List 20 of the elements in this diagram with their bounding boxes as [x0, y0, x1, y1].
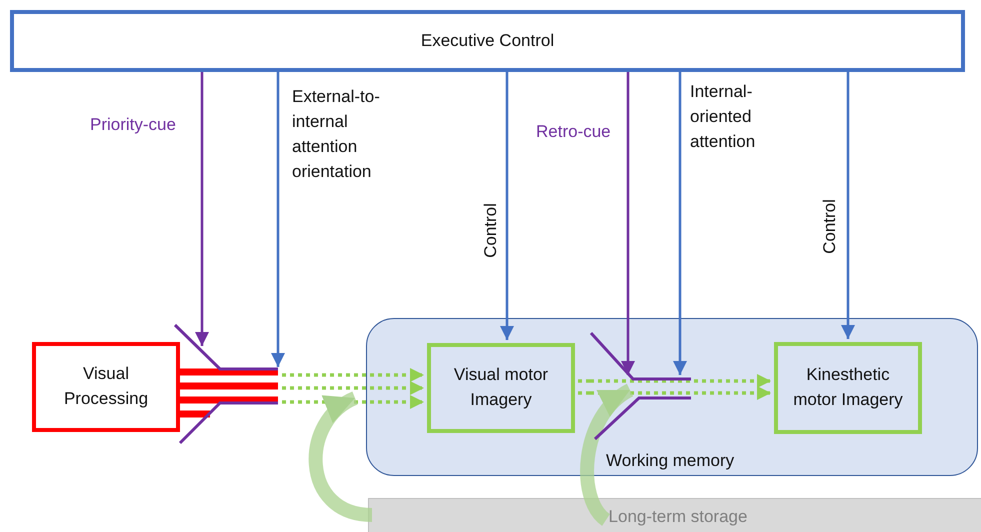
arrow [500, 72, 514, 340]
funnel-gate-drawing [175, 325, 278, 443]
process-box: Visual Processing [32, 342, 180, 432]
dotted-line [578, 379, 590, 383]
arrow [195, 72, 209, 346]
control-bar: Executive Control [10, 10, 965, 72]
process-box: Kinesthetic motor Imagery [774, 342, 922, 434]
dotted-line [578, 391, 590, 395]
arrow [271, 72, 285, 367]
arrow [673, 72, 687, 375]
storage-bar: Long-term storage [368, 498, 981, 532]
arrow [841, 72, 855, 339]
dotted-arrow [282, 381, 424, 395]
dotted-arrow [282, 368, 424, 382]
panel-label: Working memory [606, 450, 734, 472]
process-box: Visual motor Imagery [427, 343, 575, 433]
memory-panel [366, 318, 978, 476]
funnel-gate-drawing [591, 333, 691, 441]
arrow [621, 72, 635, 375]
dotted-arrow [590, 374, 771, 388]
